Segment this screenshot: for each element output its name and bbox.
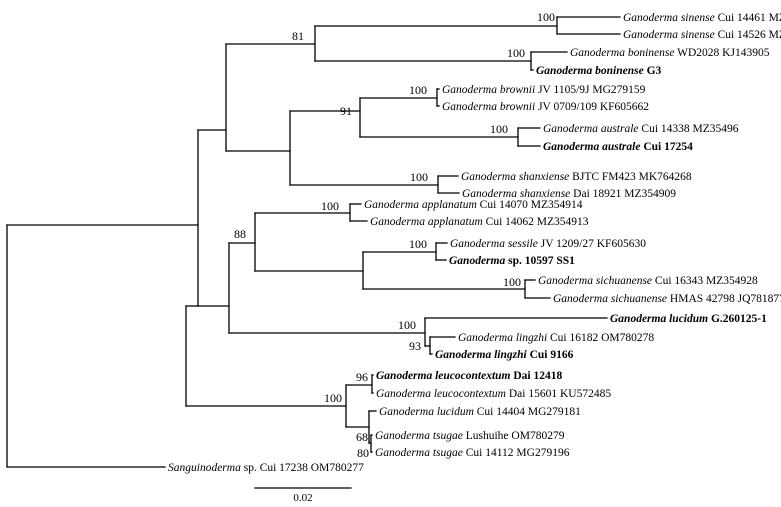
tree-branches <box>6 16 621 489</box>
leaf-label: Ganoderma sinense Cui 14526 MZ354961 <box>623 29 781 41</box>
leaf-label: Ganoderma australe Cui 14338 MZ35496 <box>543 123 739 135</box>
bootstrap-value: 100 <box>409 83 427 97</box>
leaf-label: Ganoderma sinense Cui 14461 MZ354963 <box>623 12 781 24</box>
leaf-label: Ganoderma tsugae Lushuihe OM780279 <box>375 430 565 442</box>
bootstrap-value: 68 <box>356 430 368 444</box>
bootstrap-value: 100 <box>507 46 525 60</box>
bootstrap-value: 88 <box>234 227 246 241</box>
bootstrap-values: 100 100 81 100 100 91 100 100 88 100 100… <box>234 10 555 460</box>
leaf-label: Ganoderma lucidum Cui 14404 MG279181 <box>379 406 581 418</box>
leaf-label: Ganoderma sichuanense Cui 16343 MZ354928 <box>538 275 758 287</box>
leaf-label: Ganoderma tsugae Cui 14112 MG279196 <box>375 447 570 459</box>
bootstrap-value: 91 <box>340 104 352 118</box>
leaf-label-highlight: Ganoderma lingzhi Cui 9166 <box>435 349 574 361</box>
bootstrap-value: 100 <box>398 318 416 332</box>
leaf-label: Ganoderma shanxiense Dai 18921 MZ354909 <box>462 188 676 200</box>
leaf-label-highlight: Ganoderma australe Cui 17254 <box>543 141 693 153</box>
leaf-label: Ganoderma sessile JV 1209/27 KF605630 <box>450 238 646 250</box>
leaf-label-highlight: Ganoderma boninense G3 <box>536 65 662 77</box>
bootstrap-value: 100 <box>321 199 339 213</box>
bootstrap-value: 100 <box>490 122 508 136</box>
leaf-label: Ganoderma applanatum Cui 14070 MZ354914 <box>364 199 583 211</box>
leaf-label: Ganoderma applanatum Cui 14062 MZ354913 <box>370 216 589 228</box>
bootstrap-value: 100 <box>324 391 342 405</box>
leaf-label-outgroup: Sanguinoderma sp. Cui 17238 OM780277 <box>168 462 364 474</box>
leaf-labels: Ganoderma sinense Cui 14461 MZ354963 Gan… <box>168 12 781 474</box>
bootstrap-value: 81 <box>292 29 304 43</box>
bootstrap-value: 100 <box>410 170 428 184</box>
bootstrap-value: 93 <box>409 339 421 353</box>
leaf-label: Ganoderma brownii JV 1105/9J MG279159 <box>442 84 646 96</box>
leaf-label: Ganoderma leucocontextum Dai 15601 KU572… <box>376 388 611 400</box>
leaf-label-highlight: Ganoderma leucocontextum Dai 12418 <box>376 370 563 382</box>
leaf-label-highlight: Ganoderma sp. 10597 SS1 <box>449 255 575 267</box>
leaf-label: Ganoderma lingzhi Cui 16182 OM780278 <box>458 332 654 344</box>
leaf-label: Ganoderma brownii JV 0709/109 KF605662 <box>442 101 649 113</box>
bootstrap-value: 80 <box>357 446 369 460</box>
bootstrap-value: 100 <box>409 237 427 251</box>
leaf-label: Ganoderma shanxiense BJTC FM423 MK764268 <box>461 171 692 183</box>
leaf-label: Ganoderma sichuanense HMAS 42798 JQ78187… <box>553 293 781 305</box>
bootstrap-value: 100 <box>537 10 555 24</box>
scale-bar-label: 0.02 <box>293 492 312 504</box>
leaf-label: Ganoderma boninense WD2028 KJ143905 <box>570 47 770 59</box>
leaf-label-highlight: Ganoderma lucidum G.260125-1 <box>610 313 767 325</box>
bootstrap-value: 100 <box>503 275 521 289</box>
bootstrap-value: 96 <box>356 370 368 384</box>
